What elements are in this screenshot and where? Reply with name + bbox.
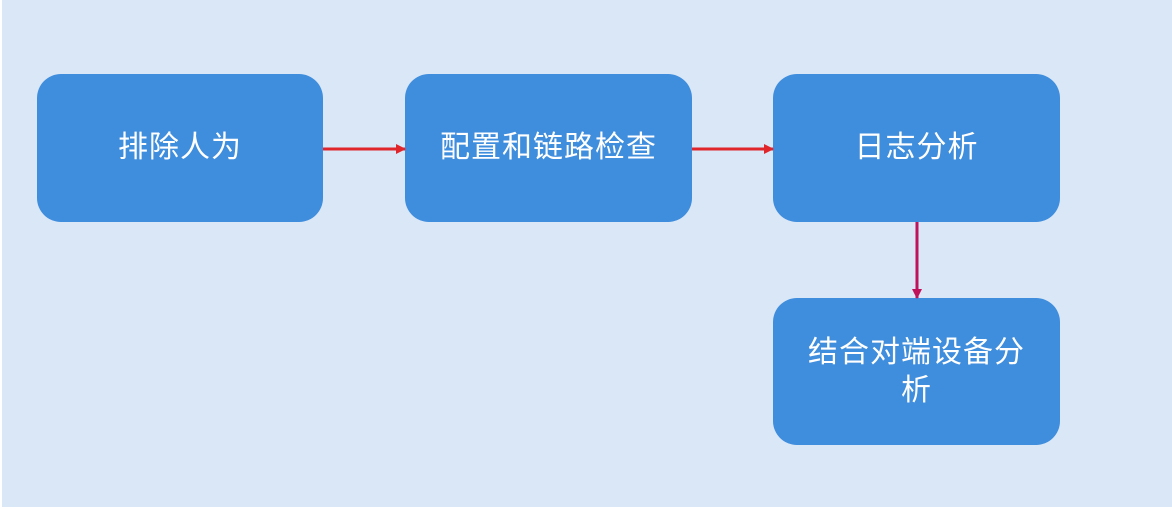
node-label: 排除人为 xyxy=(118,130,242,165)
node-label: 日志分析 xyxy=(854,130,979,165)
node-exclude-human-factor: 排除人为 xyxy=(37,74,323,222)
node-log-analysis: 日志分析 xyxy=(773,74,1060,222)
node-label: 结合对端设备分析 xyxy=(808,334,1025,408)
node-config-link-check: 配置和链路检查 xyxy=(405,74,692,222)
node-label: 配置和链路检查 xyxy=(440,130,657,165)
node-peer-device-analysis: 结合对端设备分析 xyxy=(773,298,1060,445)
